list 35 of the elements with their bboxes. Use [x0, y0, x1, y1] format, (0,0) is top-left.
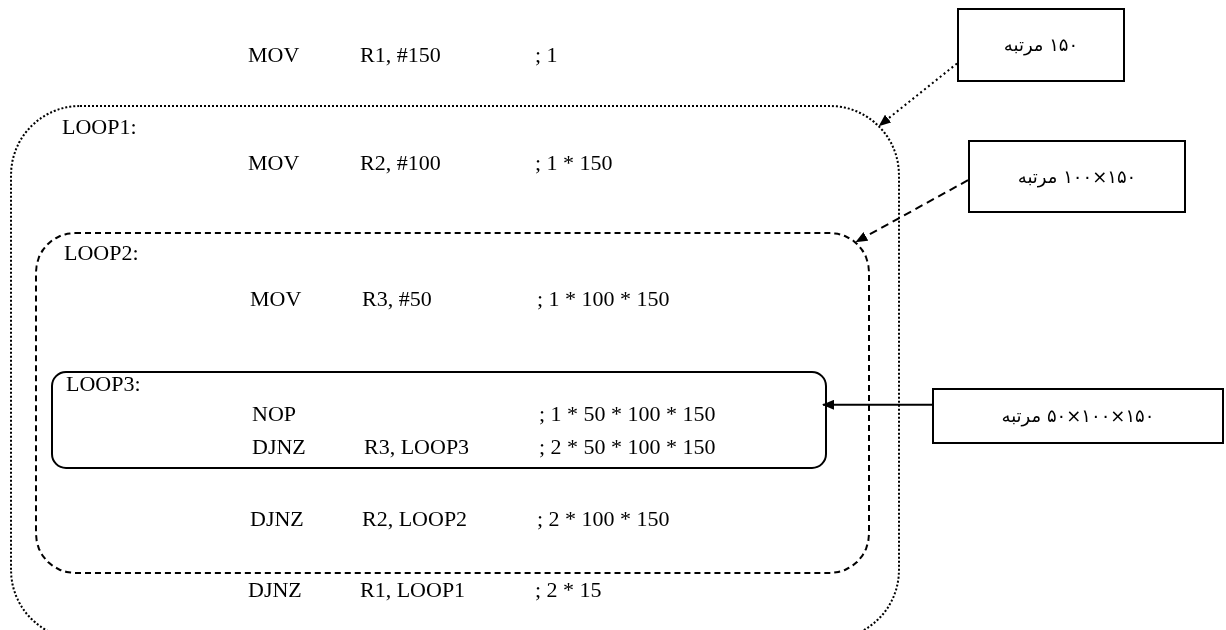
code-text: ; 2 * 100 * 150: [537, 506, 670, 532]
code-text: R2, #100: [360, 150, 441, 176]
code-text: R2, LOOP2: [362, 506, 468, 532]
code-text: R1, #150: [360, 42, 441, 68]
arrow: [878, 62, 958, 127]
code-text: R1, LOOP1: [360, 577, 466, 603]
code-text: DJNZ: [248, 577, 302, 603]
arrow: [855, 179, 969, 243]
code-text: ; 1: [535, 42, 558, 68]
code-text: MOV: [248, 150, 300, 176]
loop-box: [10, 105, 900, 630]
code-text: ; 2 * 50 * 100 * 150: [539, 434, 716, 460]
repeat-count-text: ۱۵۰×۱۰۰ مرتبه: [1016, 164, 1138, 190]
code-text: DJNZ: [252, 434, 306, 460]
code-text: ; 1 * 100 * 150: [537, 286, 670, 312]
note-box: [932, 388, 1224, 444]
loop-label: LOOP3:: [66, 371, 141, 397]
repeat-count-text: ۱۵۰ مرتبه: [1002, 33, 1080, 58]
code-text: ; 2 * 15: [535, 577, 602, 603]
arrow: [822, 399, 933, 410]
code-text: NOP: [252, 401, 296, 427]
loop-label: LOOP2:: [64, 240, 139, 266]
code-text: R3, LOOP3: [364, 434, 470, 460]
code-text: ; 1 * 50 * 100 * 150: [539, 401, 716, 427]
code-text: MOV: [248, 42, 300, 68]
code-text: R3, #50: [362, 286, 432, 312]
code-text: ; 1 * 150: [535, 150, 613, 176]
code-text: MOV: [250, 286, 302, 312]
loop-label: LOOP1:: [62, 114, 137, 140]
repeat-count-text: ۱۵۰×۱۰۰×۵۰ مرتبه: [1000, 404, 1156, 429]
loop-box: [51, 371, 827, 469]
code-text: DJNZ: [250, 506, 304, 532]
loop-box: [35, 232, 870, 574]
note-box: [968, 140, 1186, 213]
note-box: [957, 8, 1125, 82]
